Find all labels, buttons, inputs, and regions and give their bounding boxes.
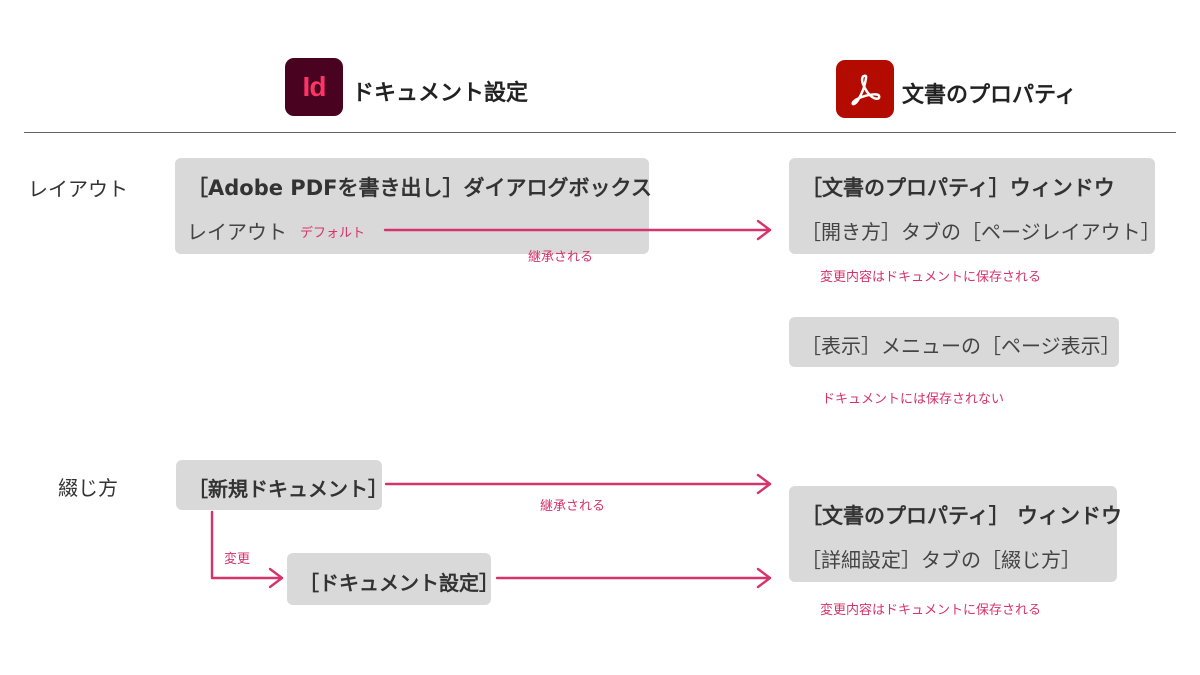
doc-props-layout-line2: ［開き方］タブの［ページレイアウト］ — [801, 220, 1161, 244]
note-inherit-2: 継承される — [540, 499, 606, 514]
acrobat-title: 文書のプロパティ — [902, 83, 1077, 108]
note-not-saved: ドキュメントには保存されない — [822, 392, 1005, 407]
doc-props-binding-line2: ［詳細設定］タブの［綴じ方］ — [801, 548, 1081, 572]
acrobat-glyph-icon — [851, 74, 881, 106]
arrow-layout-inherit — [383, 219, 772, 241]
indesign-title: ドキュメント設定 — [352, 81, 529, 106]
new-document-box: ［新規ドキュメント］ — [176, 460, 388, 510]
arrow-new-doc-inherit — [384, 473, 772, 495]
header-divider — [24, 132, 1176, 133]
note-saved-1: 変更内容はドキュメントに保存される — [820, 270, 1042, 285]
note-change: 変更 — [224, 552, 251, 567]
arrow-change — [210, 510, 284, 589]
row-label-layout: レイアウト — [28, 177, 128, 201]
note-inherit-1: 継承される — [528, 250, 594, 265]
indesign-logo-icon: Id — [285, 58, 343, 116]
new-document-title: ［新規ドキュメント］ — [188, 477, 388, 501]
doc-props-layout-box: ［文書のプロパティ］ウィンドウ ［開き方］タブの［ページレイアウト］ — [789, 158, 1161, 254]
note-saved-2: 変更内容はドキュメントに保存される — [820, 603, 1042, 618]
acrobat-logo-icon — [836, 60, 894, 118]
arrow-doc-setup — [495, 567, 772, 589]
doc-props-binding-box: ［文書のプロパティ］ ウィンドウ ［詳細設定］タブの［綴じ方］ — [789, 486, 1122, 582]
doc-props-binding-title: ［文書のプロパティ］ ウィンドウ — [801, 504, 1123, 528]
row-label-binding: 綴じ方 — [58, 476, 118, 500]
document-setup-title: ［ドキュメント設定］ — [299, 571, 499, 595]
pdf-export-title: ［Adobe PDFを書き出し］ダイアログボックス — [187, 176, 652, 200]
pdf-export-layout: レイアウト — [187, 220, 287, 244]
indesign-logo-text: Id — [302, 71, 327, 102]
view-menu-box: ［表示］メニューの［ページ表示］ — [789, 317, 1121, 367]
document-setup-box: ［ドキュメント設定］ — [287, 553, 499, 605]
note-default: デフォルト — [300, 226, 366, 241]
view-menu-title: ［表示］メニューの［ページ表示］ — [801, 334, 1121, 358]
doc-props-layout-title: ［文書のプロパティ］ウィンドウ — [801, 176, 1115, 200]
pdf-export-box: ［Adobe PDFを書き出し］ダイアログボックス レイアウト — [175, 158, 652, 254]
